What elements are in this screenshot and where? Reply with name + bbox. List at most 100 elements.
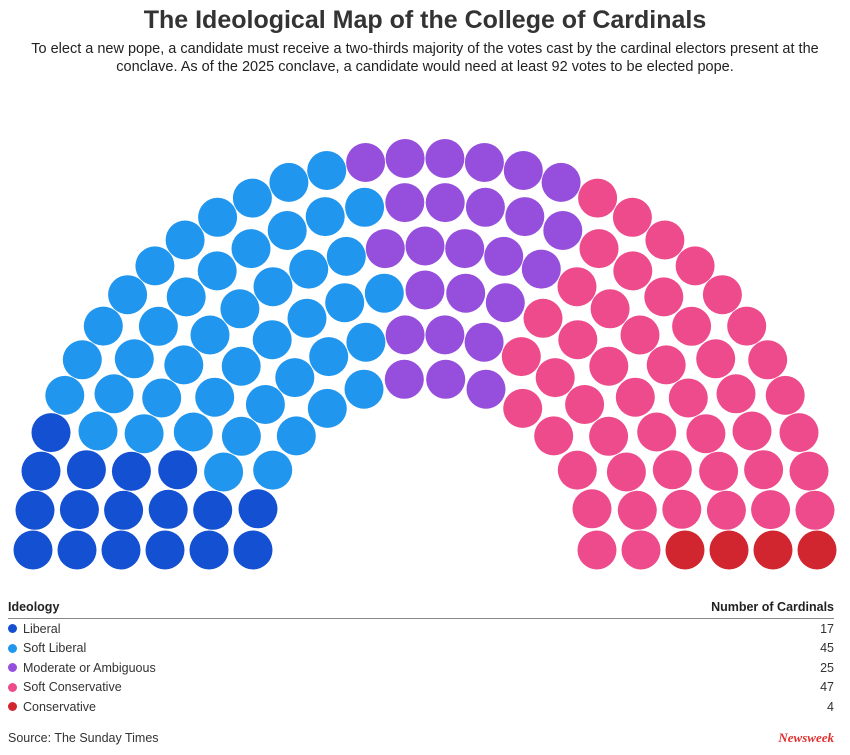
seat-soft-liberal [114, 339, 154, 379]
seat-moderate-or-ambiguous [541, 162, 581, 202]
seat-soft-conservative [686, 414, 726, 454]
seat-soft-liberal [344, 369, 384, 409]
seat-soft-liberal [221, 346, 261, 386]
chart-title: The Ideological Map of the College of Ca… [143, 6, 707, 34]
seat-soft-conservative [652, 450, 692, 490]
seat-moderate-or-ambiguous [466, 369, 506, 409]
seat-soft-conservative [765, 375, 805, 415]
seat-soft-conservative [706, 490, 746, 530]
seat-soft-liberal [307, 151, 347, 190]
seat-soft-liberal [309, 337, 349, 377]
seat-soft-liberal [326, 236, 366, 276]
seat-soft-liberal [275, 358, 315, 398]
seat-soft-conservative [644, 277, 684, 317]
seat-soft-liberal [305, 197, 345, 237]
seat-liberal [158, 450, 198, 490]
legend-swatch [8, 624, 17, 634]
seat-soft-liberal [135, 246, 175, 286]
seat-soft-conservative [577, 530, 617, 570]
seat-moderate-or-ambiguous [385, 315, 425, 355]
brand-logo: Newsweek [778, 730, 834, 745]
legend-header-ideology: Ideology [8, 600, 60, 614]
seat-soft-conservative [572, 489, 612, 529]
seat-soft-liberal [307, 388, 347, 428]
legend-label: Soft Conservative [23, 680, 122, 695]
legend-entry: Conservative [8, 700, 96, 714]
legend-count: 17 [820, 621, 834, 636]
seat-moderate-or-ambiguous [445, 229, 485, 269]
seat-moderate-or-ambiguous [425, 183, 465, 223]
legend-entry: Soft Conservative [8, 680, 122, 694]
seat-soft-conservative [732, 411, 772, 451]
seat-soft-conservative [662, 489, 702, 529]
legend-entry: Soft Liberal [8, 641, 86, 655]
seat-moderate-or-ambiguous [384, 359, 424, 399]
seat-soft-liberal [165, 220, 205, 260]
seat-moderate-or-ambiguous [426, 359, 466, 399]
seat-conservative [753, 530, 793, 570]
seat-soft-liberal [198, 197, 238, 237]
seat-soft-conservative [744, 450, 784, 490]
legend-entry: Moderate or Ambiguous [8, 661, 156, 675]
seat-soft-conservative [699, 451, 739, 491]
seat-soft-conservative [557, 450, 597, 490]
seat-soft-conservative [696, 339, 736, 379]
seat-moderate-or-ambiguous [464, 143, 504, 182]
legend-count: 4 [827, 699, 834, 714]
seat-liberal [104, 490, 144, 530]
legend-swatch [8, 702, 17, 712]
seat-liberal [101, 530, 141, 570]
seat-liberal [233, 530, 273, 570]
seat-moderate-or-ambiguous [346, 143, 386, 182]
seat-soft-conservative [620, 315, 660, 355]
source-note: Source: The Sunday Times [8, 731, 159, 745]
seat-soft-conservative [503, 388, 543, 428]
legend-count: 47 [820, 680, 834, 695]
seat-soft-conservative [668, 378, 708, 418]
legend-swatch [8, 682, 17, 692]
seat-soft-liberal [83, 306, 123, 346]
seat-soft-conservative [612, 197, 652, 237]
seat-liberal [31, 413, 71, 453]
parliament-chart [13, 139, 837, 570]
footer: Source: The Sunday Times Newsweek [8, 730, 834, 746]
seat-soft-conservative [578, 178, 618, 218]
seat-soft-conservative [558, 320, 598, 360]
seat-soft-liberal [164, 345, 204, 385]
legend-count: 45 [820, 641, 834, 656]
seat-soft-conservative [675, 246, 715, 286]
seat-liberal [238, 489, 278, 529]
legend-header: Ideology Number of Cardinals [8, 600, 834, 619]
seat-moderate-or-ambiguous [503, 151, 543, 190]
seat-soft-liberal [253, 450, 293, 490]
seat-soft-liberal [345, 187, 385, 227]
legend-label: Moderate or Ambiguous [23, 660, 156, 675]
seat-liberal [189, 530, 229, 570]
seat-liberal [59, 490, 99, 530]
seat-soft-liberal [289, 249, 329, 289]
seat-liberal [148, 489, 188, 529]
seat-soft-conservative [646, 345, 686, 385]
seat-soft-conservative [589, 416, 629, 456]
seat-soft-liberal [45, 375, 85, 415]
legend-swatch [8, 643, 17, 653]
seat-soft-conservative [613, 251, 653, 291]
seat-moderate-or-ambiguous [465, 187, 505, 227]
seat-soft-liberal [62, 340, 102, 380]
seat-soft-conservative [672, 306, 712, 346]
seat-liberal [21, 451, 61, 491]
seat-moderate-or-ambiguous [365, 229, 405, 269]
seat-moderate-or-ambiguous [446, 273, 486, 313]
legend-swatch [8, 663, 17, 673]
seat-soft-conservative [779, 413, 819, 453]
seat-moderate-or-ambiguous [385, 183, 425, 223]
seat-soft-conservative [789, 451, 829, 491]
seat-soft-conservative [579, 229, 619, 269]
seat-conservative [709, 530, 749, 570]
seat-liberal [66, 450, 106, 490]
legend-header-count: Number of Cardinals [711, 600, 834, 614]
